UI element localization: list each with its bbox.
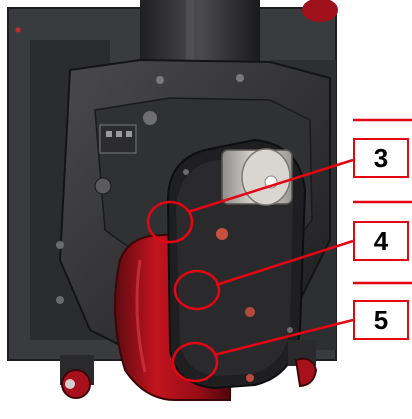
callout-label-3: 3 <box>353 138 409 178</box>
top-bumper <box>302 0 338 22</box>
electric-motor <box>221 148 293 206</box>
leader-line-5 <box>213 318 354 357</box>
right-caster-wheel <box>288 340 318 388</box>
highlight-circle-5 <box>171 341 219 383</box>
highlight-circle-4 <box>173 269 221 311</box>
leader-line-3 <box>187 158 354 214</box>
left-caster-wheel <box>60 355 94 399</box>
leader-line-4 <box>215 239 354 287</box>
callout-label-4: 4 <box>353 221 409 261</box>
highlight-circle-3 <box>146 200 194 244</box>
callout-label-5: 5 <box>353 300 409 340</box>
